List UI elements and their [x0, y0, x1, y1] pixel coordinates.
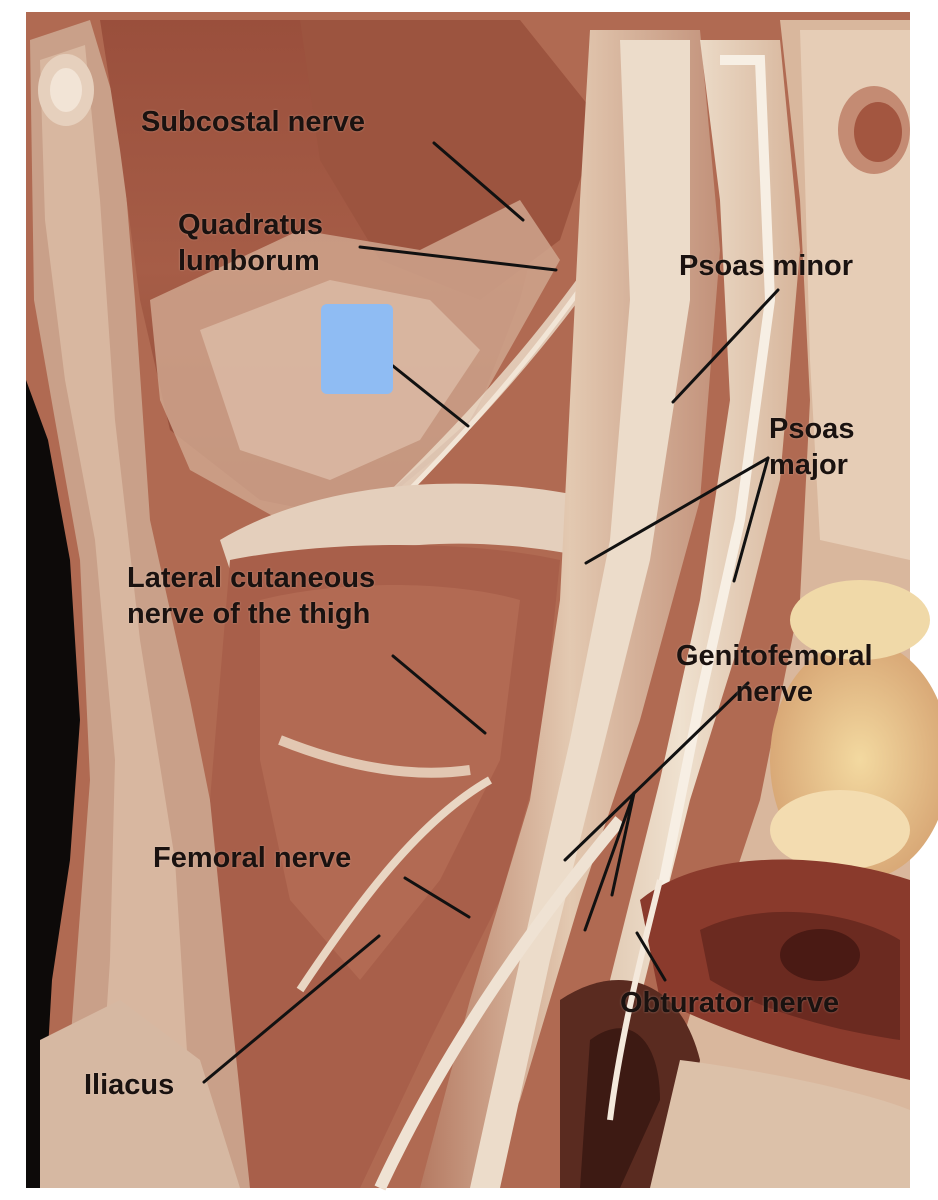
lateral-cutaneous-leader: [391, 654, 487, 735]
obturator-nerve-label: Obturator nerve: [620, 987, 840, 1019]
lateral-cutaneous-nerve-label: Lateral cutaneous nerve of the thigh: [127, 562, 376, 630]
obturator-nerve-leader: [635, 931, 667, 982]
quadratus-lumborum-label: Quadratus lumborum: [178, 209, 324, 277]
genitofemoral-branch-a: [583, 791, 636, 932]
iliacus-label: Iliacus: [84, 1069, 175, 1101]
masked-label-leader: [391, 364, 470, 428]
femoral-nerve-label: Femoral nerve: [153, 842, 352, 874]
psoas-minor-label: Psoas minor: [679, 250, 854, 282]
genitofemoral-branch-b: [610, 791, 636, 897]
subcostal-nerve-leader: [432, 141, 525, 222]
masked-label-box: [321, 304, 393, 394]
genitofemoral-nerve-label: Genitofemoral nerve: [676, 640, 873, 708]
genitofemoral-leader: [563, 681, 750, 862]
subcostal-nerve-label: Subcostal nerve: [141, 106, 366, 138]
femoral-nerve-leader: [403, 876, 471, 919]
psoas-major-leader-a: [584, 456, 770, 565]
psoas-major-label: Psoas major: [769, 413, 855, 481]
quadratus-lumborum-leader: [358, 245, 558, 272]
iliacus-leader: [202, 934, 381, 1084]
psoas-major-leader-b: [732, 456, 770, 583]
psoas-minor-leader: [671, 288, 780, 404]
